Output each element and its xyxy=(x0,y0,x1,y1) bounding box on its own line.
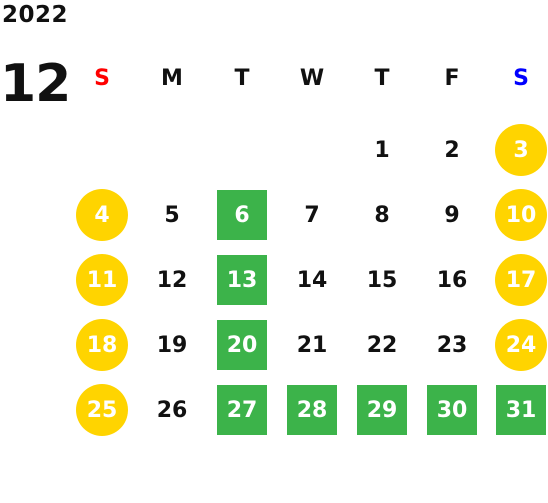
day-cell-30: 30 xyxy=(427,385,477,435)
day-cell-16: 16 xyxy=(436,267,468,293)
day-cell-5: 5 xyxy=(164,202,180,228)
day-cell-22: 22 xyxy=(366,332,398,358)
day-cell-15: 15 xyxy=(366,267,398,293)
day-cell-6: 6 xyxy=(217,190,267,240)
day-cell-7: 7 xyxy=(304,202,320,228)
day-cell-10: 10 xyxy=(495,189,547,241)
day-cell-25: 25 xyxy=(76,384,128,436)
weekday-label-0: S xyxy=(94,66,110,91)
day-cell-29: 29 xyxy=(357,385,407,435)
year-label: 2022 xyxy=(2,2,69,28)
day-cell-26: 26 xyxy=(156,397,188,423)
weekday-label-2: T xyxy=(234,66,250,91)
weekday-label-4: T xyxy=(374,66,390,91)
day-cell-12: 12 xyxy=(156,267,188,293)
day-cell-13: 13 xyxy=(217,255,267,305)
weekday-label-5: F xyxy=(444,66,460,91)
weekday-label-1: M xyxy=(161,66,183,91)
day-cell-17: 17 xyxy=(495,254,547,306)
day-cell-1: 1 xyxy=(374,137,390,163)
day-cell-31: 31 xyxy=(496,385,546,435)
day-cell-28: 28 xyxy=(287,385,337,435)
day-cell-23: 23 xyxy=(436,332,468,358)
day-cell-3: 3 xyxy=(495,124,547,176)
day-cell-9: 9 xyxy=(444,202,460,228)
day-cell-2: 2 xyxy=(444,137,460,163)
day-cell-11: 11 xyxy=(76,254,128,306)
day-cell-8: 8 xyxy=(374,202,390,228)
day-cell-18: 18 xyxy=(76,319,128,371)
day-cell-19: 19 xyxy=(156,332,188,358)
weekday-label-3: W xyxy=(299,66,325,91)
day-cell-20: 20 xyxy=(217,320,267,370)
weekday-label-6: S xyxy=(513,66,529,91)
day-cell-27: 27 xyxy=(217,385,267,435)
month-number: 12 xyxy=(0,54,71,114)
day-cell-24: 24 xyxy=(495,319,547,371)
day-cell-4: 4 xyxy=(76,189,128,241)
day-cell-14: 14 xyxy=(296,267,328,293)
day-cell-21: 21 xyxy=(296,332,328,358)
